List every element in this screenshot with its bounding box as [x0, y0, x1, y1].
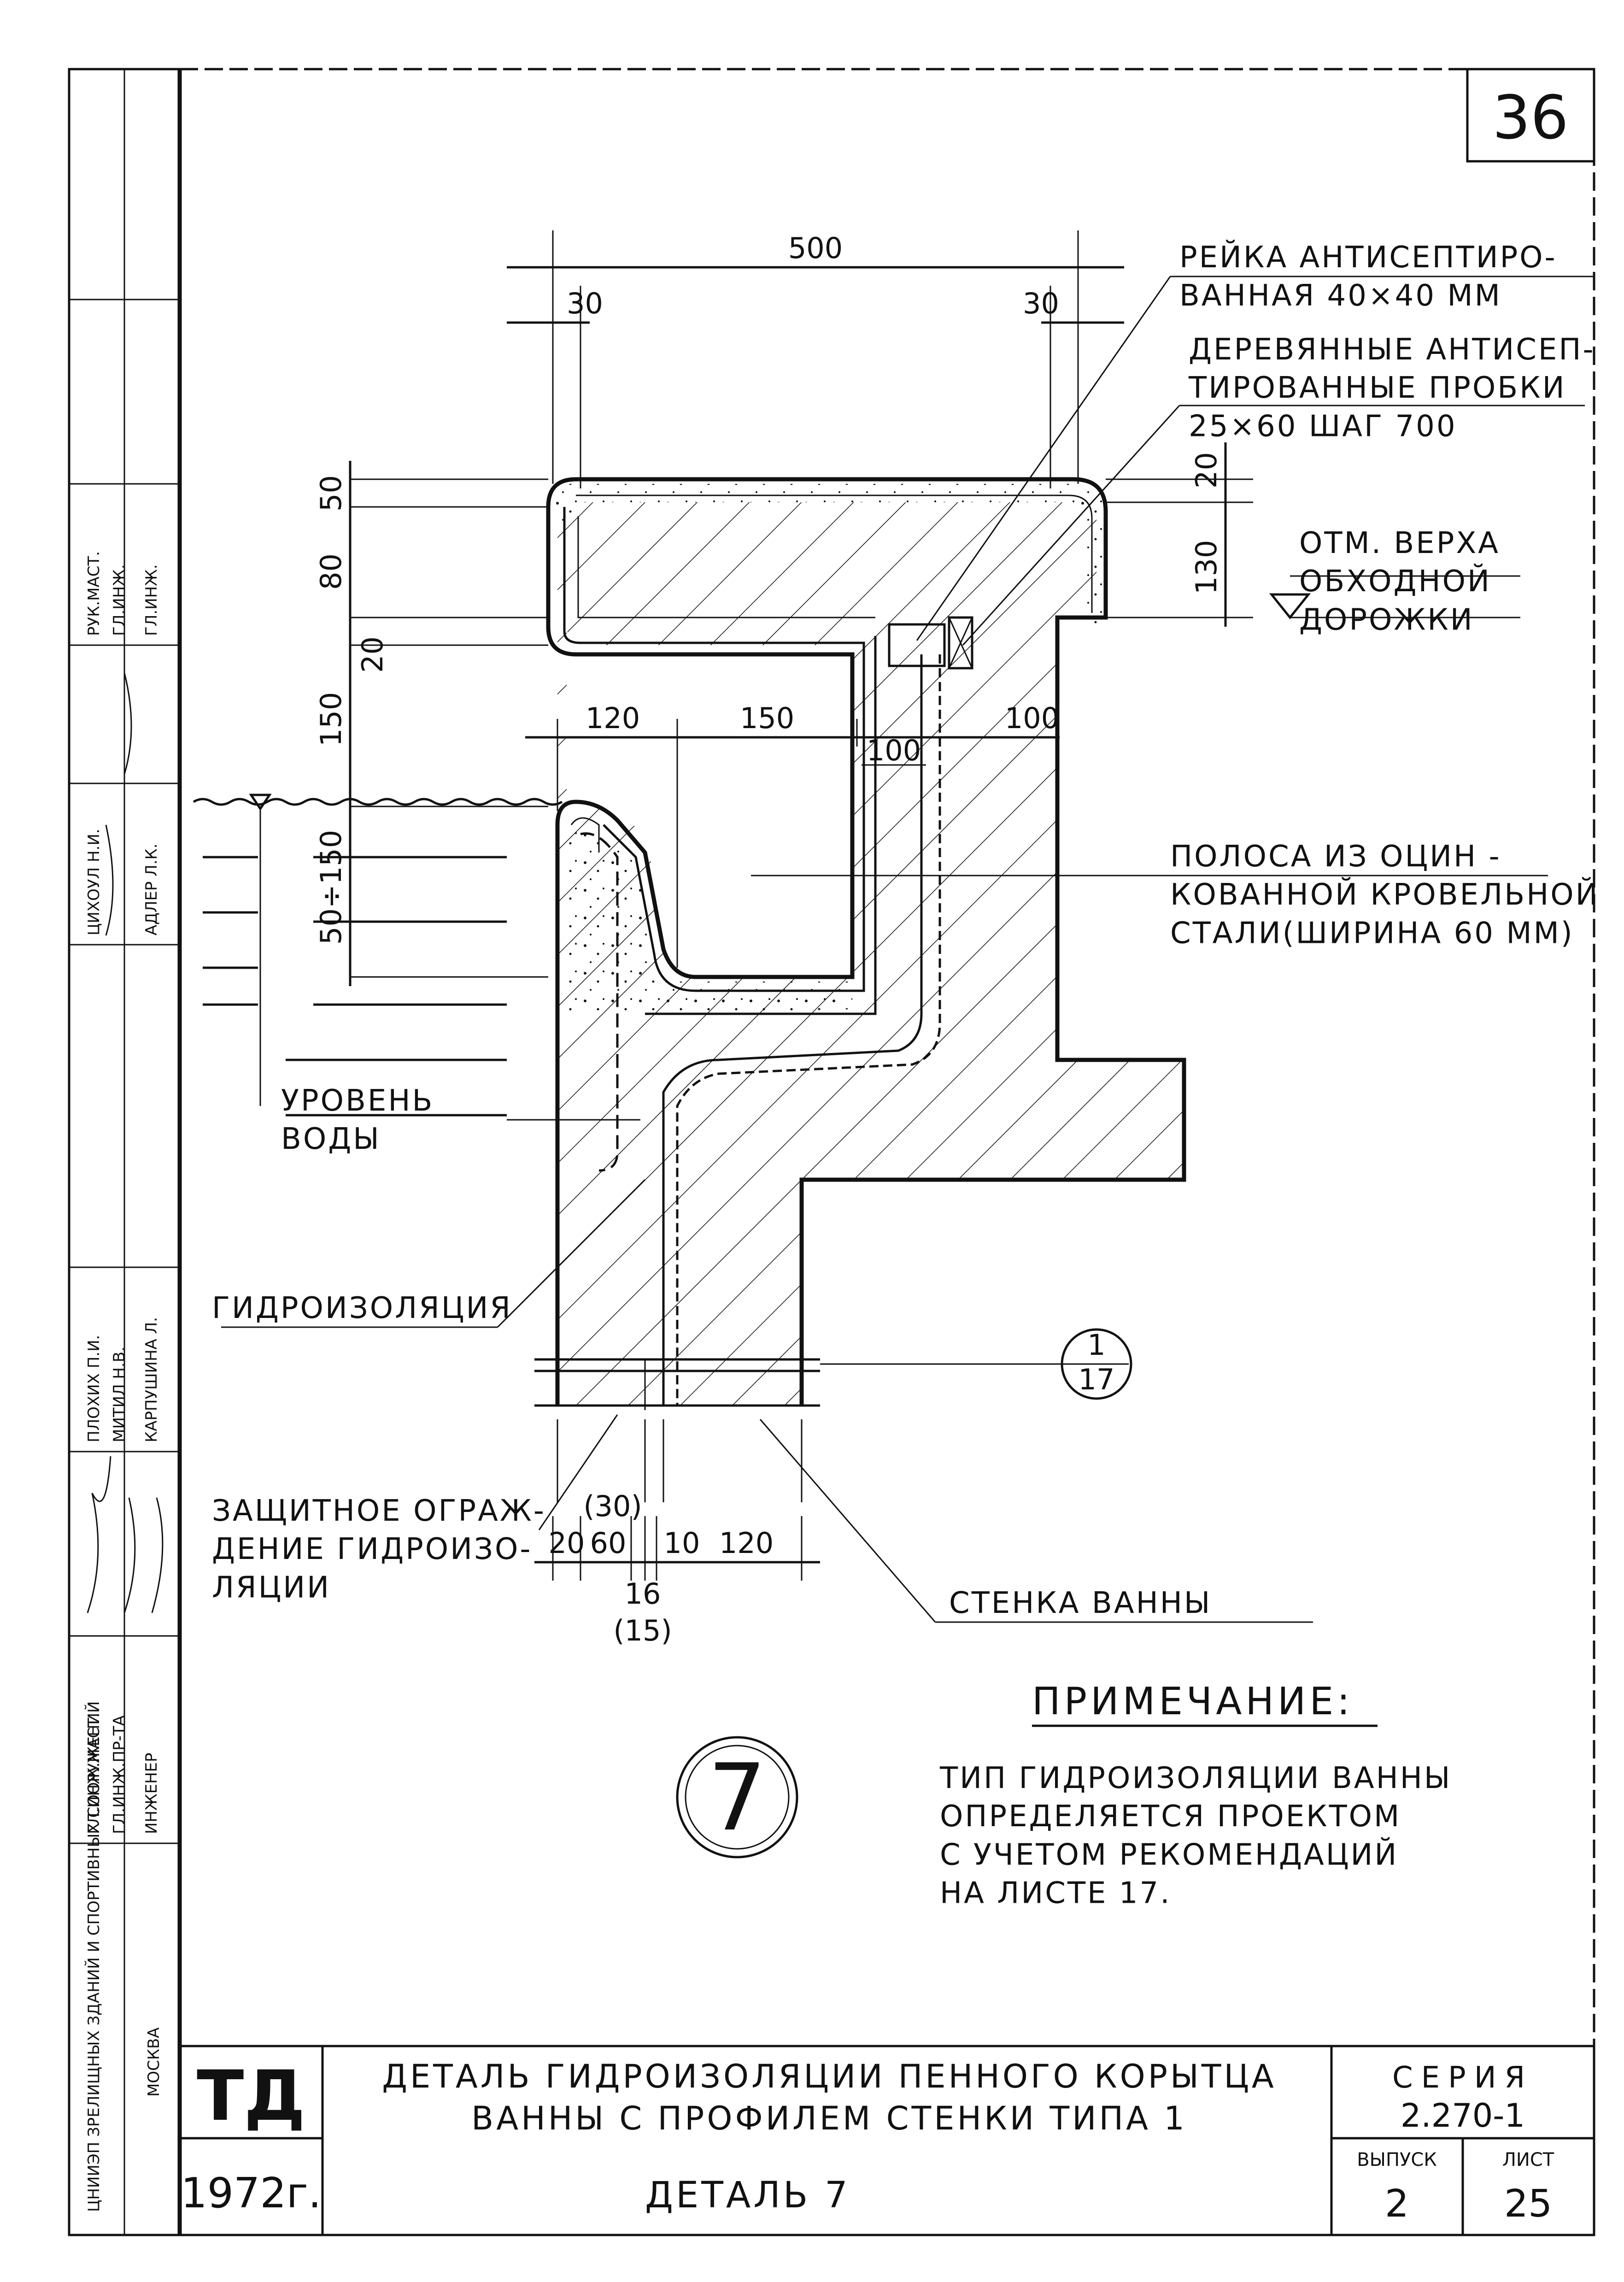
dimensions: 500 30 30 50 80 20 150 50÷150 20 130 120… [314, 230, 1253, 1647]
dim-150-mid: 150 [740, 701, 794, 735]
dim-100-mid: 100 [1005, 701, 1059, 735]
dim-120-bottom: 120 [719, 1526, 774, 1560]
stamp-role-1: ГЛ.ИНЖ.МАСТ. [85, 1713, 103, 1834]
section-ref-top: 1 [1087, 1328, 1105, 1362]
dim-130-right: 130 [1190, 540, 1223, 594]
plaster-top [548, 484, 1106, 627]
waterproofing-line [645, 636, 923, 1406]
water-level-marker-icon [249, 794, 272, 811]
foam-channel [567, 627, 852, 977]
dim-100-inner: 100 [867, 734, 921, 767]
detail-number: 7 [676, 1736, 798, 1859]
walkway-level-marker-icon [1269, 593, 1311, 620]
stamp-name-1: ПЛОХИХ П.И. [85, 1335, 103, 1442]
sheet-number-top-text: 36 [1492, 82, 1568, 153]
dim-left-30: 30 [567, 287, 603, 320]
dim-15-bottom: (15) [613, 1614, 672, 1647]
concrete-body [557, 502, 1184, 1406]
stamp-role-top-3: ГЛ.ИНЖ. [142, 564, 161, 636]
dim-20-bottom: 20 [549, 1526, 585, 1560]
wall-outline [546, 477, 1186, 1406]
dim-16-bottom: 16 [625, 1577, 661, 1611]
water [193, 794, 563, 1117]
leaders [221, 276, 1594, 1623]
label-rail: РЕЙКА АНТИСЕПТИРО-ВАННАЯ 40×40 ММ [1179, 240, 1557, 313]
sheet-number-top: 36 [1466, 68, 1595, 163]
wall-section [534, 477, 1186, 1502]
sheet-label: ЛИСТ [1502, 2149, 1554, 2170]
title-block: ТД 1972г. ДЕТАЛЬ ГИДРОИЗОЛЯЦИИ ПЕННОГО К… [178, 2045, 1595, 2236]
section-ref: 1 17 [1061, 1328, 1132, 1400]
stamp-role-top-2: ГЛ.ИНЖ. [110, 564, 129, 636]
logo-icon: ТД [197, 2056, 305, 2136]
stamp-role-3: ИНЖЕНЕР [142, 1753, 161, 1834]
title-year: 1972г. [181, 2169, 322, 2217]
issue-value: 2 [1385, 2182, 1409, 2226]
stamp-name-top-1: ЦИХОУЛ Н.И. [85, 829, 103, 935]
stamp-name-top-2: АДЛЕР Л.К. [142, 843, 161, 935]
antiseptic-rail [888, 623, 946, 667]
stamp-role-top-1: РУК.МАСТ. [85, 551, 103, 636]
stamp-role-2: ГЛ.ИНЖ.ПР-ТА [110, 1715, 129, 1834]
detail-number-text: 7 [708, 1744, 766, 1852]
section-ref-bottom: 17 [1079, 1363, 1115, 1396]
title-subtitle: ДЕТАЛЬ 7 [645, 2175, 850, 2216]
stamp-name-3: КАРПУШИНА Л. [142, 1317, 161, 1442]
dim-80: 80 [314, 553, 348, 590]
dim-10-bottom: 10 [664, 1526, 700, 1560]
wooden-plug [948, 616, 973, 670]
label-waterproofing: ГИДРОИЗОЛЯЦИЯ [212, 1291, 512, 1325]
issue-label: ВЫПУСК [1357, 2149, 1437, 2170]
labels: РЕЙКА АНТИСЕПТИРО-ВАННАЯ 40×40 ММ ДЕРЕВЯ… [212, 240, 1600, 1620]
dim-500: 500 [788, 231, 843, 265]
stamp-name-2: МИТИЛ Н.В. [110, 1347, 129, 1442]
dim-50-150: 50÷150 [314, 830, 348, 945]
dim-120-mid: 120 [586, 701, 640, 735]
dim-50: 50 [314, 475, 348, 512]
side-stamp: ЦНИИЭП ЗРЕЛИЩНЫХ ЗДАНИЙ И СПОРТИВНЫХ СОО… [68, 68, 181, 2236]
sheet-value: 25 [1504, 2182, 1552, 2226]
note-heading: ПРИМЕЧАНИЕ: [1032, 1680, 1354, 1723]
series-value: 2.270-1 [1401, 2097, 1525, 2135]
label-tank-wall: СТЕНКА ВАННЫ [949, 1586, 1212, 1620]
dim-150-left: 150 [314, 692, 348, 747]
dim-30-bottom: (30) [583, 1489, 642, 1523]
series-label: СЕРИЯ [1392, 2061, 1533, 2095]
stamp-org: ЦНИИЭП ЗРЕЛИЩНЫХ ЗДАНИЙ И СПОРТИВНЫХ СОО… [84, 1701, 103, 2212]
dim-20-right: 20 [1190, 452, 1223, 488]
dim-60-bottom: 60 [590, 1526, 627, 1560]
label-protection: ЗАЩИТНОЕ ОГРАЖ-ДЕНИЕ ГИДРОИЗО-ЛЯЦИИ [212, 1494, 546, 1605]
dim-20-left: 20 [356, 636, 389, 673]
dim-right-30: 30 [1023, 287, 1059, 320]
stamp-city: МОСКВА [145, 2027, 163, 2097]
